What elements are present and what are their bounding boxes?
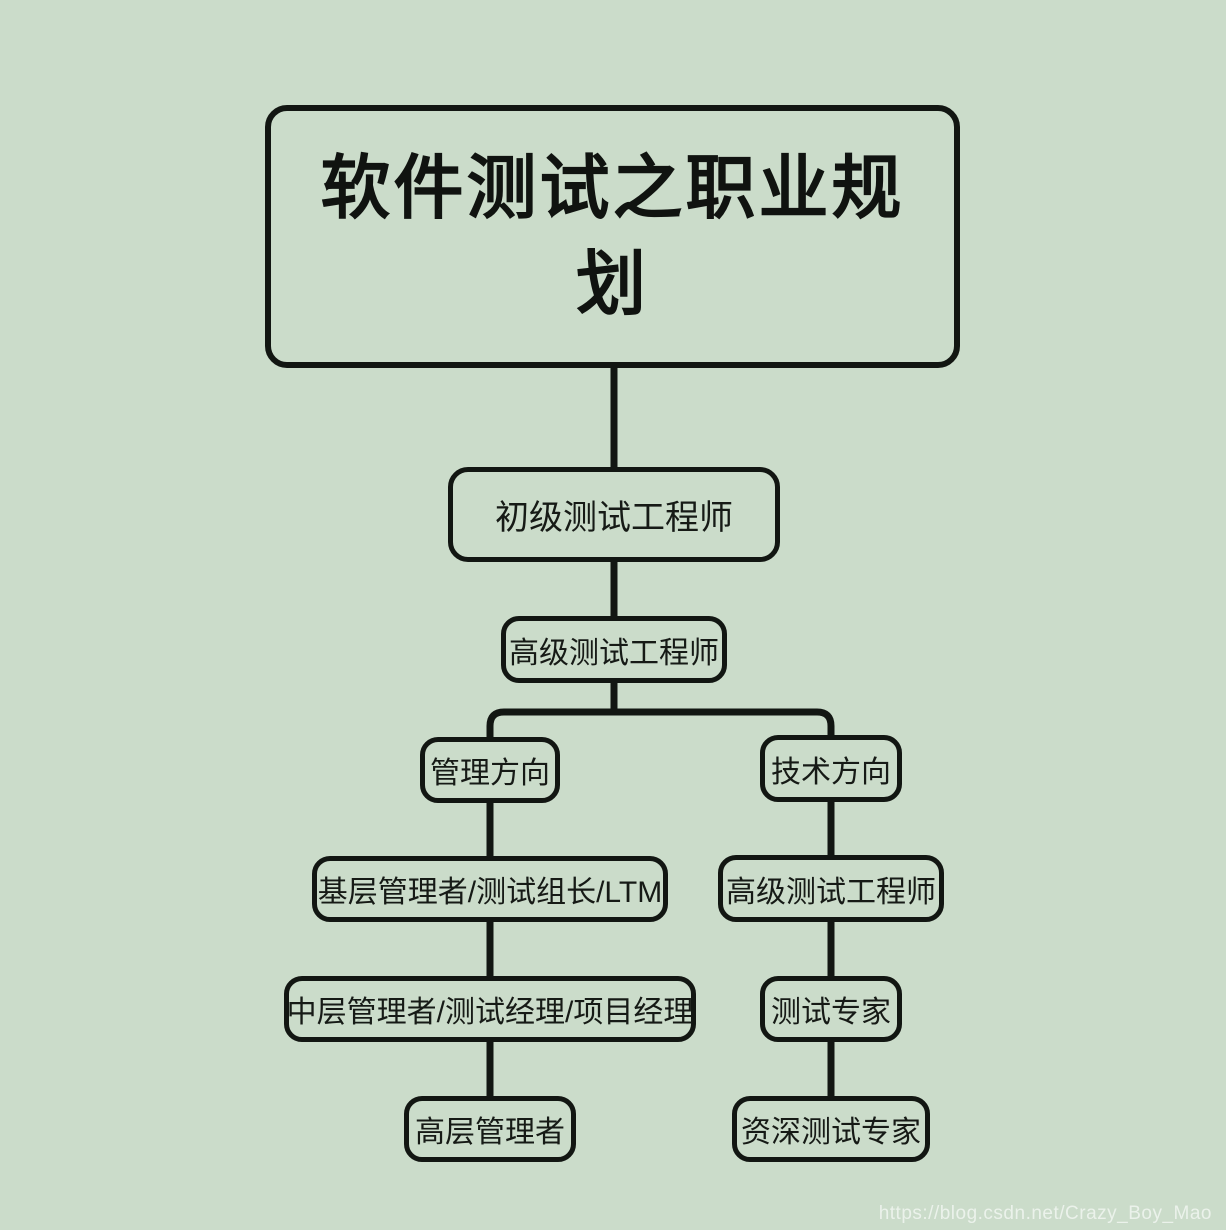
node-technical-direction: 技术方向: [760, 735, 902, 802]
node-management-direction: 管理方向: [420, 737, 560, 803]
node-tech-veteran-test-expert: 资深测试专家: [732, 1096, 930, 1162]
root-node-career-plan-title: 软件测试之职业规划: [265, 105, 960, 368]
node-mgmt-first-line-manager: 基层管理者/测试组长/LTM: [312, 856, 668, 922]
node-senior-test-engineer: 高级测试工程师: [501, 616, 727, 683]
node-tech-test-expert: 测试专家: [760, 976, 902, 1042]
node-tech-senior-test-engineer: 高级测试工程师: [718, 855, 944, 922]
node-mgmt-top-manager: 高层管理者: [404, 1096, 576, 1162]
watermark-url: https://blog.csdn.net/Crazy_Boy_Mao: [878, 1203, 1212, 1224]
node-junior-test-engineer: 初级测试工程师: [448, 467, 780, 562]
node-mgmt-middle-manager: 中层管理者/测试经理/项目经理: [284, 976, 696, 1042]
